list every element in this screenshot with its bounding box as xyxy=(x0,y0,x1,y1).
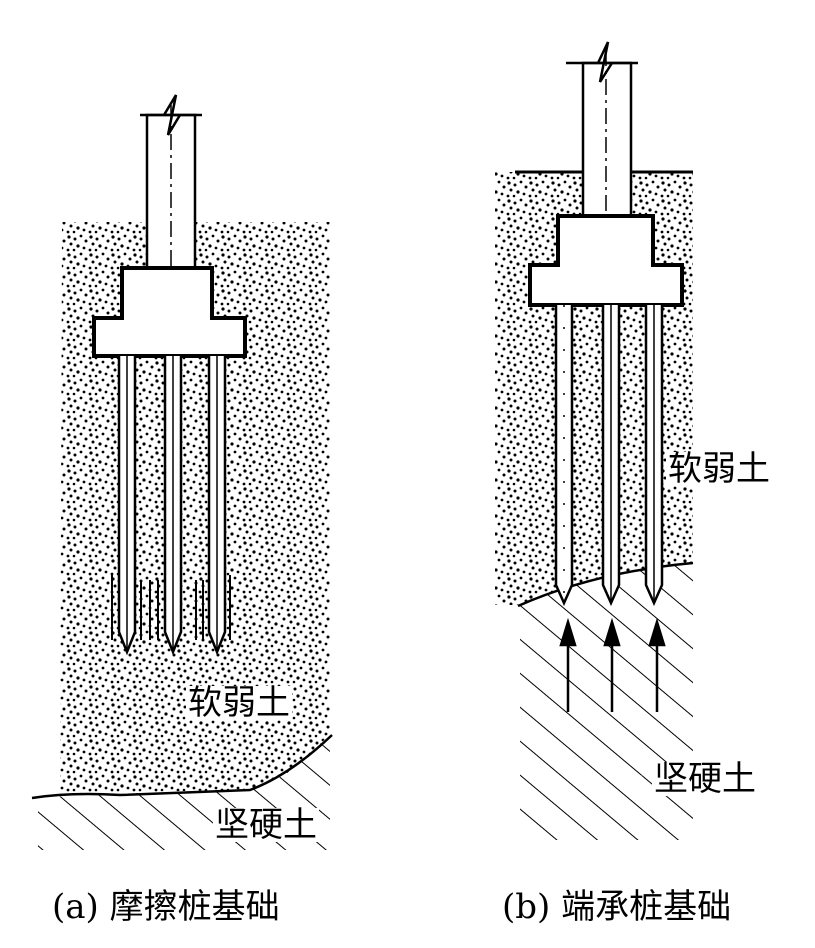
break-symbol-a xyxy=(162,94,182,136)
pile-cap-b xyxy=(528,214,684,307)
pile-a-2 xyxy=(163,356,183,656)
pile-cap-a xyxy=(92,266,247,358)
caption-b: (b) 端承桩基础 xyxy=(502,890,731,924)
caption-b-prefix: (b) xyxy=(502,887,551,927)
caption-a-prefix: (a) xyxy=(52,887,99,927)
hard-soil-region-b xyxy=(520,563,693,840)
pile-b-2 xyxy=(601,305,621,607)
soft-soil-label-b: 软弱土 xyxy=(666,449,772,489)
hard-soil-label-a: 坚硬土 xyxy=(213,805,319,845)
caption-b-text: 端承桩基础 xyxy=(561,887,732,927)
bearing-arrows-b xyxy=(559,617,666,712)
end-bearing-pile-figure xyxy=(495,41,694,840)
pile-b-3 xyxy=(644,305,664,607)
hard-soil-label-b: 坚硬土 xyxy=(652,759,758,799)
soft-soil-label-a: 软弱土 xyxy=(186,683,292,723)
column-b xyxy=(581,61,633,225)
pile-a-1 xyxy=(117,356,137,656)
caption-a: (a) 摩擦桩基础 xyxy=(52,890,280,924)
caption-a-text: 摩擦桩基础 xyxy=(109,887,280,927)
friction-marks-a xyxy=(111,575,231,640)
friction-pile-figure xyxy=(31,94,333,850)
pile-b-1 xyxy=(554,305,574,607)
pile-a-3 xyxy=(207,356,227,656)
soil-boundary-line-b xyxy=(517,561,694,608)
soil-boundary-line-a xyxy=(31,734,333,800)
